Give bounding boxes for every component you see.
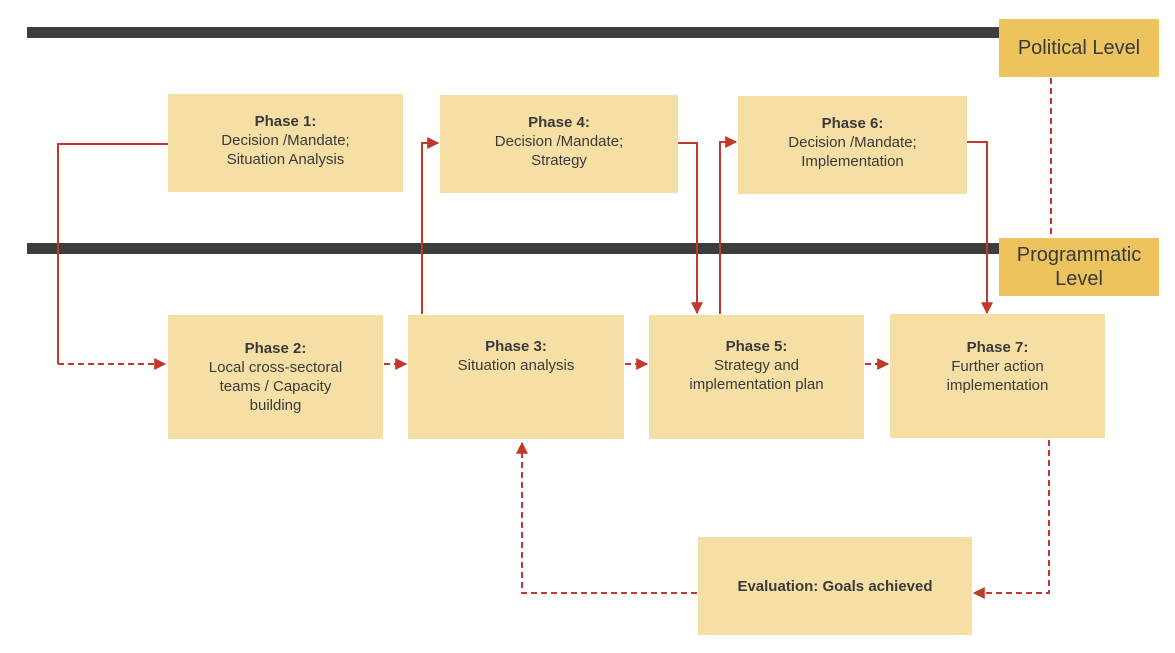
political-level-bar	[27, 27, 1027, 38]
connector-p6-p7	[967, 141, 993, 315]
connector-eval-p3	[516, 441, 697, 594]
phase-5-body: Strategy and implementation plan	[689, 357, 824, 393]
phase-6-body: Decision /Mandate; Implementation	[788, 134, 917, 170]
phase-3-title: Phase 3:	[485, 338, 547, 355]
phase-1-title: Phase 1:	[254, 113, 317, 130]
phase-6-title: Phase 6:	[821, 115, 884, 132]
connector-p3-p4	[421, 137, 440, 314]
programmatic-level-text: Programmatic Level	[1016, 244, 1142, 290]
phase-3-body: Situation analysis	[457, 357, 575, 374]
programmatic-level-bar	[27, 243, 1027, 254]
phase-1-body: Decision /Mandate; Situation Analysis	[221, 132, 350, 168]
evaluation-title: Evaluation: Goals achieved	[737, 577, 933, 595]
political-level-label: Political Level	[999, 19, 1159, 77]
phase-1-box: Phase 1: Decision /Mandate; Situation An…	[168, 94, 403, 192]
phase-7-body: Further action implementation	[946, 358, 1049, 394]
phase-4-title: Phase 4:	[528, 114, 590, 131]
phase-2-box: Phase 2: Local cross-sectoral teams / Ca…	[168, 315, 383, 439]
connector-p7-eval	[972, 440, 1050, 599]
evaluation-box: Evaluation: Goals achieved	[698, 537, 972, 635]
phase-4-body: Decision /Mandate; Strategy	[494, 133, 624, 169]
phase-5-box: Phase 5: Strategy and implementation pla…	[649, 315, 864, 439]
phase-6-box: Phase 6: Decision /Mandate; Implementati…	[738, 96, 967, 194]
political-level-text: Political Level	[1017, 37, 1141, 59]
programmatic-level-label: Programmatic Level	[999, 238, 1159, 296]
connector-p4-p5	[678, 142, 703, 315]
phase-2-body: Local cross-sectoral teams / Capacity bu…	[208, 359, 343, 414]
phase-3-box: Phase 3: Situation analysis	[408, 315, 624, 439]
connector-p1-p2	[57, 143, 168, 364]
phase-4-box: Phase 4: Decision /Mandate; Strategy	[440, 95, 678, 193]
phase-7-title: Phase 7:	[966, 339, 1029, 356]
connector-p5-p6	[719, 136, 738, 314]
phase-7-box: Phase 7: Further action implementation	[890, 314, 1105, 438]
phase-2-title: Phase 2:	[244, 340, 307, 357]
phase-5-title: Phase 5:	[725, 338, 788, 355]
